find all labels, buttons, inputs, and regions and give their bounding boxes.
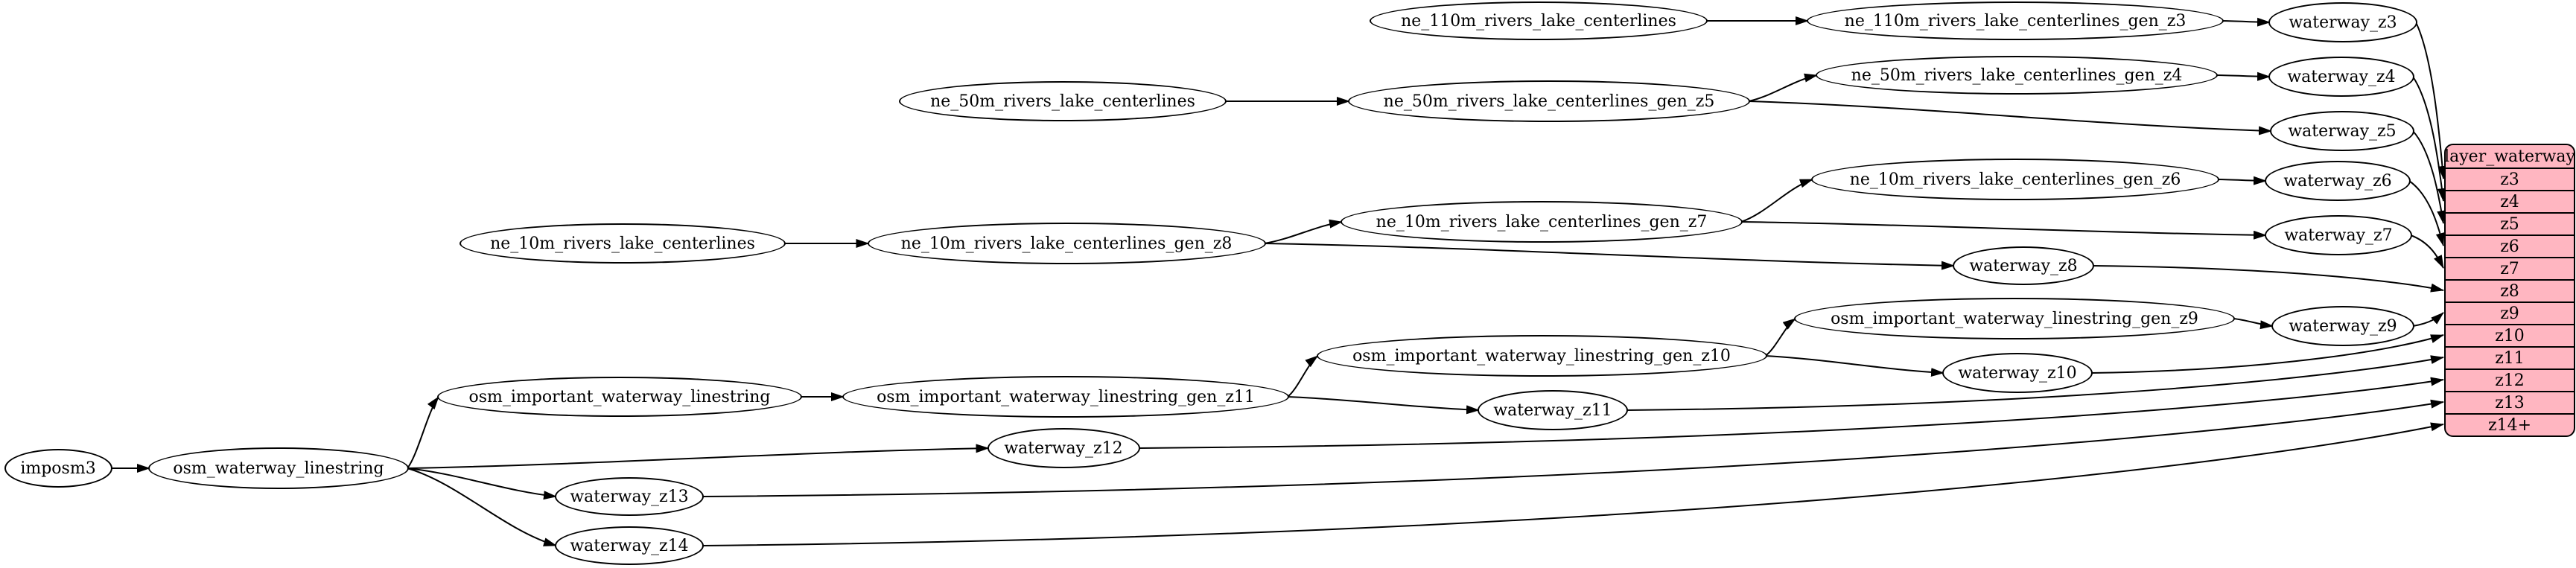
edge-ne_50m_rivers_lake_centerlines_gen_z4-to-waterway_z4	[2216, 71, 2271, 81]
record-row-z9: z9	[2446, 301, 2574, 324]
node-osm_important_waterway_linestring: osm_important_waterway_linestring	[437, 377, 802, 417]
node-waterway_z9: waterway_z9	[2271, 306, 2414, 346]
node-osm_waterway_linestring: osm_waterway_linestring	[148, 447, 409, 489]
record-row-z4: z4	[2446, 190, 2574, 212]
node-ne_10m_rivers_lake_centerlines_gen_z8: ne_10m_rivers_lake_centerlines_gen_z8	[867, 223, 1266, 264]
edge-ne_10m_rivers_lake_centerlines_gen_z7-to-waterway_z7	[1740, 221, 2267, 240]
node-osm_important_waterway_linestring_gen_z11: osm_important_waterway_linestring_gen_z1…	[842, 376, 1289, 418]
edge-osm_important_waterway_linestring_gen_z11-to-osm_important_waterway_linestring_gen_z10	[1287, 355, 1319, 398]
record-row-z12: z12	[2446, 368, 2574, 391]
edge-ne_110m_rivers_lake_centerlines_gen_z3-to-waterway_z3	[2222, 17, 2271, 27]
edge-waterway_z8-to-layer_waterway-z8	[2092, 265, 2444, 293]
node-ne_110m_rivers_lake_centerlines: ne_110m_rivers_lake_centerlines	[1370, 1, 1708, 40]
node-ne_10m_rivers_lake_centerlines_gen_z7: ne_10m_rivers_lake_centerlines_gen_z7	[1341, 201, 1743, 243]
edge-waterway_z9-to-layer_waterway-z9	[2412, 312, 2444, 327]
edge-osm_important_waterway_linestring_gen_z10-to-osm_important_waterway_linestring_gen_z9	[1764, 318, 1796, 357]
edge-waterway_z13-to-layer_waterway-z13	[702, 399, 2444, 497]
edge-ne_10m_rivers_lake_centerlines_gen_z7-to-ne_10m_rivers_lake_centerlines_gen_z6	[1740, 179, 1813, 223]
edge-waterway_z7-to-layer_waterway-z7	[2410, 234, 2444, 269]
node-osm_important_waterway_linestring_gen_z10: osm_important_waterway_linestring_gen_z1…	[1316, 335, 1767, 377]
node-ne_10m_rivers_lake_centerlines_gen_z6: ne_10m_rivers_lake_centerlines_gen_z6	[1811, 159, 2219, 200]
edge-osm_waterway_linestring-to-osm_important_waterway_linestring	[407, 396, 439, 469]
node-ne_110m_rivers_lake_centerlines_gen_z3: ne_110m_rivers_lake_centerlines_gen_z3	[1807, 1, 2224, 40]
record-row-z5: z5	[2446, 212, 2574, 234]
edge-waterway_z14-to-layer_waterway-z14+	[702, 422, 2444, 546]
record-row-z8: z8	[2446, 279, 2574, 301]
node-ne_50m_rivers_lake_centerlines: ne_50m_rivers_lake_centerlines	[899, 81, 1227, 121]
edge-osm_waterway_linestring-to-waterway_z14	[407, 468, 557, 546]
node-waterway_z7: waterway_z7	[2265, 215, 2412, 255]
edge-waterway_z5-to-layer_waterway-z5	[2412, 130, 2446, 224]
edge-osm_important_waterway_linestring_gen_z10-to-waterway_z10	[1765, 355, 1944, 377]
node-waterway_z12: waterway_z12	[987, 428, 1140, 468]
node-osm_important_waterway_linestring_gen_z9: osm_important_waterway_linestring_gen_z9	[1794, 298, 2235, 339]
edge-waterway_z11-to-layer_waterway-z11	[1626, 355, 2444, 411]
node-waterway_z5: waterway_z5	[2270, 111, 2414, 151]
edge-waterway_z12-to-layer_waterway-z12	[1138, 377, 2444, 449]
record-row-z3: z3	[2446, 167, 2574, 190]
edge-waterway_z6-to-layer_waterway-z6	[2408, 180, 2445, 246]
edge-ne_50m_rivers_lake_centerlines_gen_z5-to-ne_50m_rivers_lake_centerlines_gen_z4	[1748, 73, 1818, 102]
node-waterway_z3: waterway_z3	[2268, 2, 2417, 42]
node-waterway_z4: waterway_z4	[2268, 57, 2414, 97]
edge-waterway_z3-to-layer_waterway-z3	[2415, 22, 2447, 179]
record-row-z10: z10	[2446, 324, 2574, 346]
record-row-z13: z13	[2446, 391, 2574, 413]
node-waterway_z6: waterway_z6	[2265, 161, 2411, 201]
edge-waterway_z4-to-layer_waterway-z4	[2412, 76, 2446, 202]
edge-osm_important_waterway_linestring_gen_z9-to-waterway_z9	[2233, 318, 2274, 330]
node-waterway_z10: waterway_z10	[1942, 353, 2093, 393]
edge-ne_10m_rivers_lake_centerlines_gen_z8-to-ne_10m_rivers_lake_centerlines_gen_z7	[1264, 219, 1343, 244]
record-row-z11: z11	[2446, 346, 2574, 368]
edge-waterway_z10-to-layer_waterway-z10	[2090, 334, 2444, 374]
record-row-z14+: z14+	[2446, 413, 2574, 435]
node-waterway_z11: waterway_z11	[1478, 390, 1628, 430]
node-ne_10m_rivers_lake_centerlines: ne_10m_rivers_lake_centerlines	[459, 223, 786, 264]
edge-osm_important_waterway_linestring_gen_z11-to-waterway_z11	[1287, 396, 1480, 415]
record-row-z7: z7	[2446, 257, 2574, 279]
record-row-z6: z6	[2446, 234, 2574, 257]
node-ne_50m_rivers_lake_centerlines_gen_z4: ne_50m_rivers_lake_centerlines_gen_z4	[1816, 56, 2218, 95]
edge-ne_10m_rivers_lake_centerlines_gen_z6-to-waterway_z6	[2217, 176, 2267, 185]
node-ne_50m_rivers_lake_centerlines_gen_z5: ne_50m_rivers_lake_centerlines_gen_z5	[1348, 80, 1750, 122]
edge-osm_waterway_linestring-to-waterway_z13	[407, 468, 557, 500]
node-imposm3: imposm3	[4, 449, 112, 488]
node-waterway_z13: waterway_z13	[555, 477, 704, 516]
edge-ne_50m_rivers_lake_centerlines_gen_z5-to-waterway_z5	[1748, 100, 2272, 135]
record-title: layer_waterway	[2444, 147, 2575, 166]
edge-osm_waterway_linestring-to-waterway_z12	[407, 444, 990, 469]
node-waterway_z14: waterway_z14	[555, 526, 704, 565]
edge-ne_10m_rivers_lake_centerlines_gen_z8-to-waterway_z8	[1264, 243, 1955, 270]
node-waterway_z8: waterway_z8	[1953, 246, 2094, 285]
